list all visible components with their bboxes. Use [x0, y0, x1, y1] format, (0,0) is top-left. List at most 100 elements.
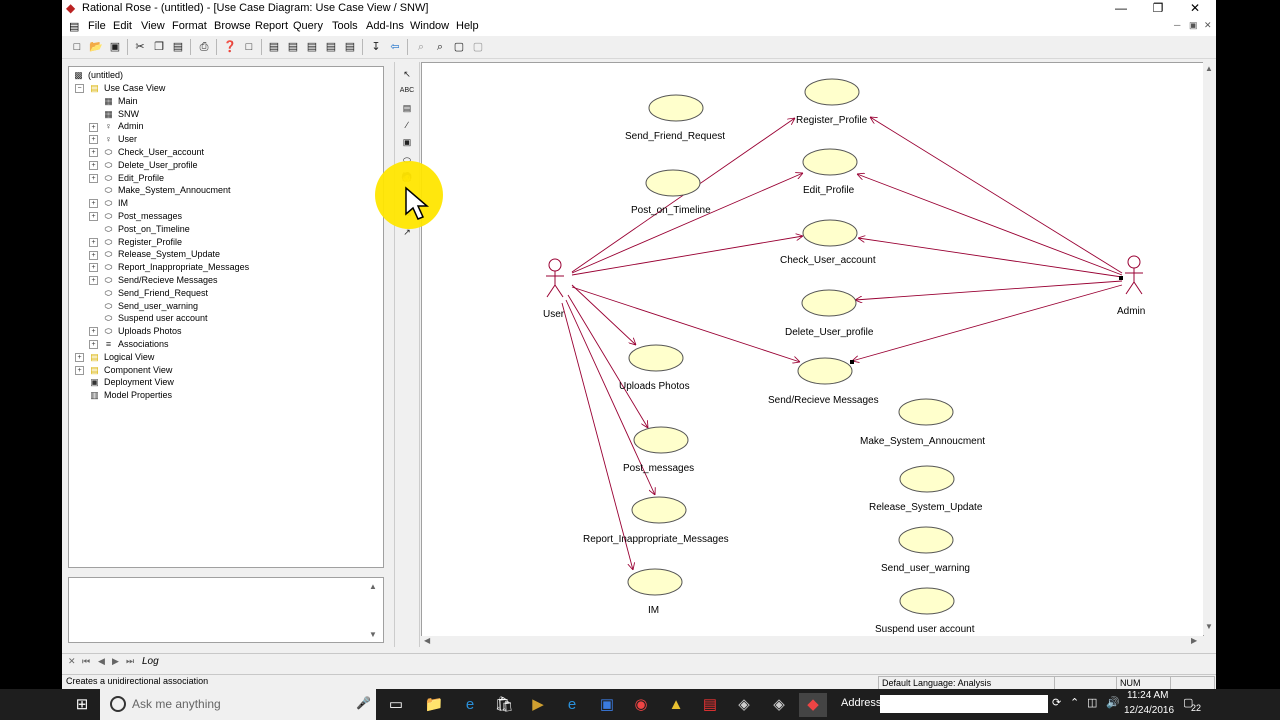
menu-edit[interactable]: Edit	[113, 20, 132, 32]
tree-item[interactable]: ⬭Suspend user account	[89, 312, 208, 325]
mdi-close-button[interactable]: ✕	[1204, 20, 1212, 30]
chrome-icon[interactable]: ◉	[634, 696, 648, 713]
expand-toggle-icon[interactable]: +	[75, 365, 84, 375]
previous-diagram-icon[interactable]: ⇦	[390, 41, 400, 53]
tray-expand-icon[interactable]: ⌃	[1070, 697, 1080, 709]
usecase-oval-post-on-timeline[interactable]	[645, 169, 701, 197]
scroll-left-icon[interactable]: ◀	[424, 636, 431, 645]
usecase-label-register-profile[interactable]: Register_Profile	[796, 115, 868, 126]
notifications-icon[interactable]: ▢	[1183, 697, 1194, 709]
network-icon[interactable]: ◫	[1087, 697, 1098, 709]
usecase-oval-send-friend-request[interactable]	[648, 94, 704, 122]
menu-browse[interactable]: Browse	[214, 20, 251, 32]
tree-item[interactable]: +⬭Delete_User_profile	[89, 159, 198, 172]
usecase-label-im[interactable]: IM	[648, 605, 660, 616]
text-box-tool-icon[interactable]: ABC	[399, 87, 415, 94]
usecase-label-send-friend-request[interactable]: Send_Friend_Request	[625, 131, 726, 142]
diagram-horizontal-scrollbar[interactable]: ◀ ▶	[421, 636, 1215, 646]
menu-report[interactable]: Report	[255, 20, 289, 32]
microphone-icon[interactable]: 🎤	[356, 696, 371, 710]
tree-item[interactable]: +⬭Report_Inappropriate_Messages	[89, 261, 249, 274]
last-tab-icon[interactable]: ⏭	[126, 656, 135, 666]
expand-toggle-icon[interactable]: +	[89, 340, 98, 350]
copy-icon[interactable]: ❐	[154, 41, 164, 53]
pdf-reader-icon[interactable]: ▤	[702, 696, 718, 713]
usecase-oval-edit-profile[interactable]	[802, 148, 858, 176]
usecase-oval-make-system-annoucment[interactable]	[898, 398, 954, 426]
component-diagram-icon[interactable]: ▤	[306, 41, 318, 53]
internet-explorer-icon[interactable]: e	[567, 696, 577, 713]
usecase-label-edit-profile[interactable]: Edit_Profile	[803, 185, 855, 196]
statechart-diagram-icon[interactable]: ▤	[325, 41, 337, 53]
note-tool-icon[interactable]: ▤	[402, 103, 412, 113]
usecase-oval-release-system-update[interactable]	[899, 465, 955, 493]
expand-toggle-icon[interactable]: +	[89, 199, 98, 209]
document-icon[interactable]: ▤	[69, 21, 80, 33]
zoom-to-selection-icon[interactable]: ⌕	[417, 41, 425, 53]
diagram-vertical-scrollbar[interactable]: ▲ ▼	[1203, 62, 1214, 635]
expand-toggle-icon[interactable]: +	[89, 327, 98, 337]
association-line[interactable]	[571, 173, 803, 274]
save-icon[interactable]: ▣	[109, 41, 121, 53]
tree-item[interactable]: +▤Logical View	[75, 351, 154, 364]
tree-item[interactable]: +♀Admin	[89, 120, 144, 133]
association-line[interactable]	[567, 294, 648, 428]
tree-item[interactable]: ⬭Send_Friend_Request	[89, 287, 208, 300]
tree-item[interactable]: ▦Main	[89, 95, 137, 108]
tree-item[interactable]: ⬭Post_on_Timeline	[89, 223, 190, 236]
actor-admin-icon[interactable]	[1125, 255, 1143, 295]
usecase-label-send-user-warning[interactable]: Send_user_warning	[881, 563, 970, 574]
context-help-icon[interactable]: ❓	[223, 41, 237, 53]
anchor-note-tool-icon[interactable]: ∕	[406, 120, 408, 130]
expand-toggle-icon[interactable]: +	[89, 237, 98, 247]
expand-toggle-icon[interactable]: +	[89, 276, 98, 286]
usecase-label-uploads-photos[interactable]: Uploads Photos	[619, 381, 690, 392]
menu-file[interactable]: File	[88, 20, 106, 32]
association-line[interactable]	[855, 280, 1123, 300]
store-icon[interactable]: 🛍	[494, 696, 514, 713]
restore-button[interactable]: ❐	[1152, 1, 1164, 15]
tree-item[interactable]: +⬭Uploads Photos	[89, 325, 182, 338]
close-button[interactable]: ✕	[1189, 1, 1201, 15]
selection-handle[interactable]	[1119, 276, 1123, 280]
usecase-label-delete-user-profile[interactable]: Delete_User_profile	[785, 327, 874, 338]
tree-item[interactable]: +▤Component View	[75, 364, 172, 377]
association-line[interactable]	[561, 302, 633, 570]
expand-toggle-icon[interactable]: +	[89, 250, 98, 260]
usecase-label-release-system-update[interactable]: Release_System_Update	[869, 502, 983, 513]
usecase-oval-suspend-user-account[interactable]	[899, 587, 955, 615]
tree-item[interactable]: +♀User	[89, 133, 137, 146]
usecase-oval-send-user-warning[interactable]	[898, 526, 954, 554]
first-tab-icon[interactable]: ⏮	[82, 656, 91, 666]
menu-help[interactable]: Help	[456, 20, 479, 32]
clock-date[interactable]: 12/24/2016	[1124, 705, 1175, 716]
usecase-oval-send-recieve-messages[interactable]	[797, 357, 853, 385]
tree-item[interactable]: +⬭Release_System_Update	[89, 248, 220, 261]
package-tool-icon[interactable]: ▣	[402, 137, 412, 147]
start-button-icon[interactable]: ⊞	[75, 696, 89, 713]
association-line[interactable]	[858, 238, 1123, 278]
cortana-search-box[interactable]: Ask me anything 🎤	[100, 689, 376, 720]
usecase-label-post-messages[interactable]: Post_messages	[623, 463, 695, 474]
tree-item[interactable]: +⬭Register_Profile	[89, 236, 182, 249]
address-go-icon[interactable]: ⟳	[1052, 697, 1062, 709]
scroll-up-icon[interactable]: ▲	[369, 582, 377, 591]
app-icon[interactable]: ▲	[668, 696, 684, 713]
menu-query[interactable]: Query	[293, 20, 323, 32]
media-icon[interactable]: ▶	[532, 696, 544, 713]
usecase-label-send-recieve-messages[interactable]: Send/Recieve Messages	[768, 395, 879, 406]
close-log-icon[interactable]: ✕	[68, 656, 76, 666]
generalization-tool-icon[interactable]: ↗	[403, 227, 411, 237]
open-icon[interactable]: 📂	[89, 41, 103, 53]
tab-log[interactable]: Log	[142, 656, 159, 667]
usecase-oval-check-user-account[interactable]	[802, 219, 858, 247]
usecase-oval-uploads-photos[interactable]	[628, 344, 684, 372]
expand-toggle-icon[interactable]: +	[75, 352, 84, 362]
actor-user-icon[interactable]	[546, 258, 564, 298]
app-icon[interactable]: ◈	[738, 696, 750, 713]
tree-item[interactable]: −▤Use Case View	[75, 82, 165, 95]
tree-item[interactable]: ▣Deployment View	[75, 376, 174, 389]
tree-root[interactable]: ▩(untitled)	[72, 69, 123, 82]
usecase-oval-register-profile[interactable]	[804, 78, 860, 106]
fit-in-window-icon[interactable]: ▢	[453, 41, 465, 53]
